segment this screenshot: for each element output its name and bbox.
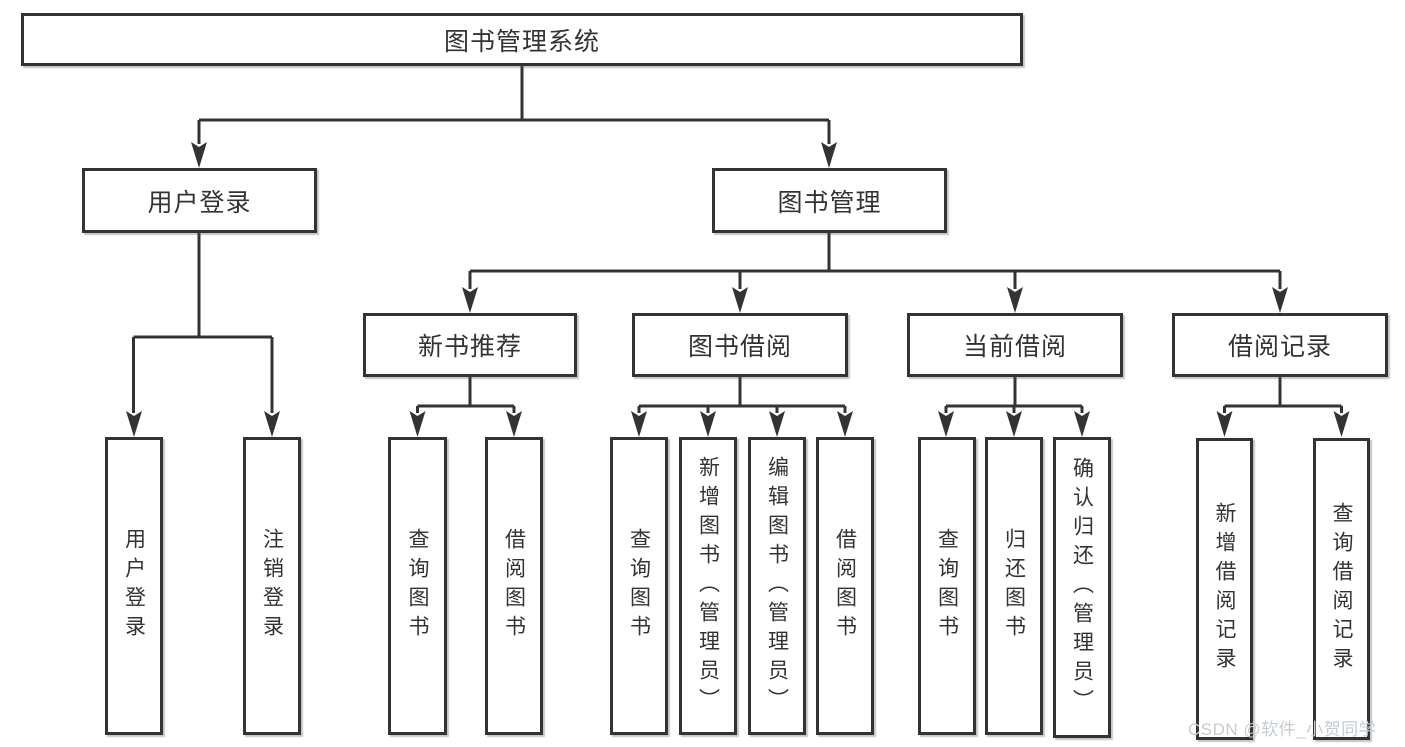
leaf-query-books-current-label: 查询图书 [935,528,959,644]
node-book-borrowing: 图书借阅 [632,313,848,377]
node-current-borrowing-label: 当前借阅 [962,333,1067,361]
leaf-borrow-books-borrow-label: 借阅图书 [833,528,857,644]
leaf-add-book-admin: 新增图书（管理员） [679,437,737,735]
leaf-edit-book-admin-label: 编辑图书（管理员） [765,455,789,717]
node-new-book-recommend: 新书推荐 [363,313,577,377]
node-borrowing-records: 借阅记录 [1172,313,1388,377]
leaf-borrow-books-recommend: 借阅图书 [485,437,543,735]
node-root: 图书管理系统 [21,13,1023,66]
leaf-logout-label: 注销登录 [260,528,284,644]
leaf-query-books-recommend: 查询图书 [388,437,447,735]
node-borrowing-records-label: 借阅记录 [1227,333,1332,361]
node-book-management-label: 图书管理 [777,188,882,217]
leaf-add-borrow-record: 新增借阅记录 [1196,438,1253,740]
leaf-confirm-return-admin: 确认归还（管理员） [1053,437,1111,738]
leaf-edit-book-admin: 编辑图书（管理员） [748,437,806,735]
node-user-login: 用户登录 [82,168,317,233]
node-current-borrowing: 当前借阅 [907,313,1123,377]
leaf-borrow-books-recommend-label: 借阅图书 [502,528,526,644]
leaf-query-books-current: 查询图书 [918,437,976,735]
csdn-watermark: CSDN @软件_小贺同学 [1188,720,1377,739]
leaf-query-borrow-record-label: 查询借阅记录 [1330,502,1353,676]
leaf-add-book-admin-label: 新增图书（管理员） [696,455,720,717]
node-root-label: 图书管理系统 [443,27,600,56]
leaf-query-books-recommend-label: 查询图书 [406,528,429,644]
leaf-borrow-books-borrow: 借阅图书 [816,437,874,735]
node-book-borrowing-label: 图书借阅 [687,333,792,361]
leaf-confirm-return-admin-label: 确认归还（管理员） [1070,457,1094,718]
leaf-query-borrow-record: 查询借阅记录 [1313,438,1370,740]
leaf-user-login-label: 用户登录 [122,528,146,644]
leaf-query-books-borrow: 查询图书 [610,437,668,735]
leaf-logout: 注销登录 [243,437,301,735]
arrowheads [126,142,1350,437]
node-book-management: 图书管理 [712,168,947,233]
leaf-user-login: 用户登录 [105,437,163,735]
leaf-return-book: 归还图书 [985,437,1043,735]
leaf-query-books-borrow-label: 查询图书 [627,528,651,644]
node-user-login-label: 用户登录 [147,188,252,217]
leaf-return-book-label: 归还图书 [1002,528,1026,644]
leaf-add-borrow-record-label: 新增借阅记录 [1213,502,1236,676]
node-new-book-recommend-label: 新书推荐 [417,333,522,361]
